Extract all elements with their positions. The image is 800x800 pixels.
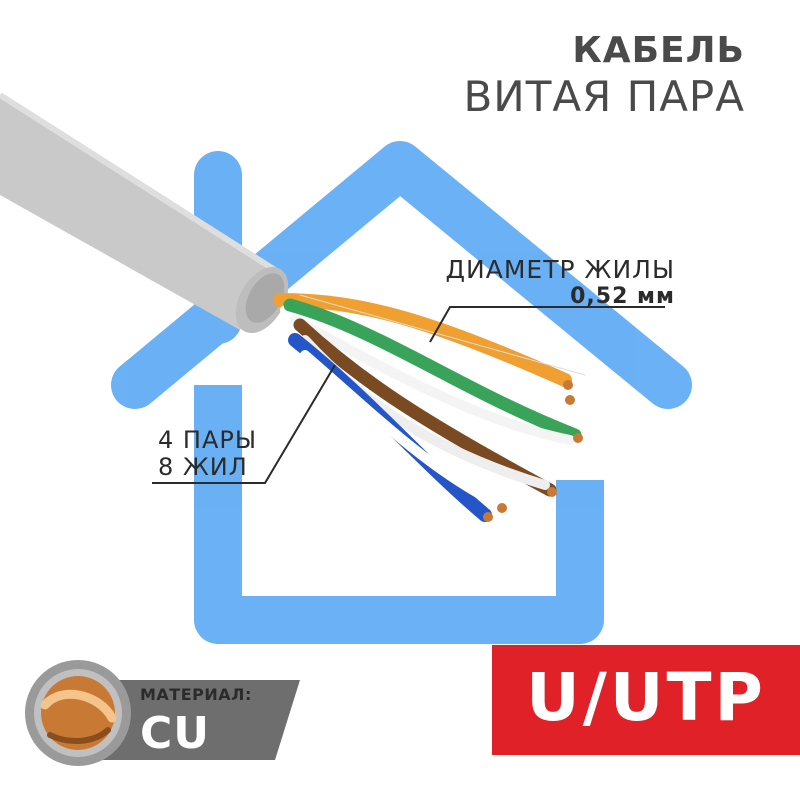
- material-label: МАТЕРИАЛ:: [140, 685, 252, 704]
- material-value: CU: [140, 708, 211, 759]
- diameter-value: 0,52 мм: [570, 284, 675, 309]
- title-line2: ВИТАЯ ПАРА: [463, 72, 745, 121]
- cores-label: 8 ЖИЛ: [158, 453, 248, 481]
- wires: [273, 293, 586, 522]
- cable-type-text: U/UTP: [526, 659, 766, 736]
- pairs-label: 4 ПАРЫ: [158, 426, 258, 454]
- material-badge: [25, 660, 300, 766]
- callout-lines: [152, 306, 665, 484]
- diameter-label: ДИАМЕТР ЖИЛЫ: [445, 255, 675, 284]
- cable-icon: [0, 92, 289, 334]
- title-line1: КАБЕЛЬ: [572, 30, 745, 71]
- copper-wire-icon: [40, 676, 117, 750]
- cable-type-badge: U/UTP: [492, 645, 800, 755]
- wire-tips: [483, 380, 583, 522]
